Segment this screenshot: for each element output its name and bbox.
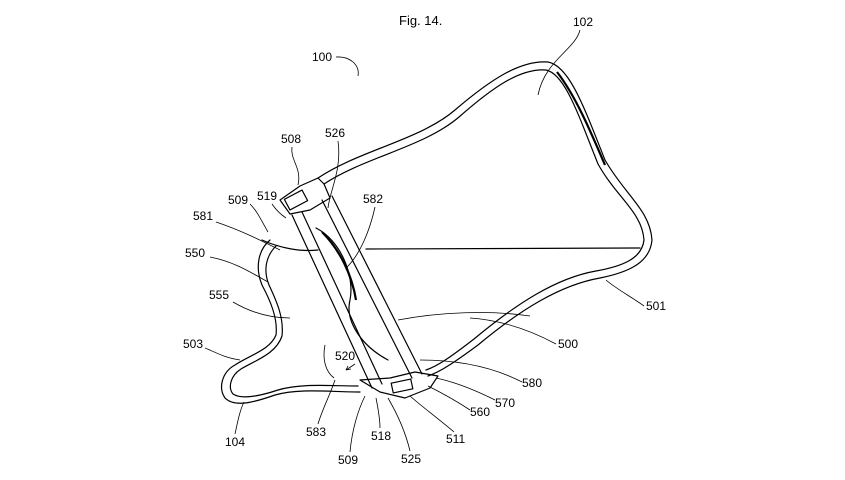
leader-100 — [336, 57, 358, 76]
leader-582 — [346, 207, 375, 268]
leader-511 — [410, 396, 454, 432]
label-100: 100 — [312, 50, 332, 64]
label-508: 508 — [281, 132, 301, 146]
leader-583 — [318, 380, 335, 424]
leader-560 — [428, 386, 470, 410]
container-body — [318, 62, 652, 376]
valve-assembly — [280, 178, 438, 398]
reference-labels: 100 102 508 526 509 519 581 582 550 555 … — [183, 15, 666, 467]
label-582: 582 — [363, 192, 383, 206]
label-525: 525 — [401, 452, 421, 466]
label-501: 501 — [646, 299, 666, 313]
label-104: 104 — [225, 435, 245, 449]
label-500: 500 — [558, 337, 578, 351]
leader-518 — [376, 398, 380, 428]
label-570: 570 — [495, 396, 515, 410]
label-503: 503 — [183, 337, 203, 351]
leader-509-top — [250, 204, 268, 232]
label-509-top: 509 — [228, 193, 248, 207]
leader-509-bottom — [350, 396, 365, 452]
leader-570 — [436, 378, 495, 400]
label-583: 583 — [306, 425, 326, 439]
label-518: 518 — [371, 429, 391, 443]
leader-104 — [235, 402, 244, 434]
label-519: 519 — [257, 189, 277, 203]
label-560: 560 — [470, 405, 490, 419]
leader-580 — [420, 360, 522, 382]
leader-555 — [233, 302, 290, 318]
leader-102 — [538, 30, 580, 95]
label-581: 581 — [193, 209, 213, 223]
leader-525 — [388, 398, 410, 451]
label-511: 511 — [446, 432, 465, 446]
leader-508 — [292, 147, 299, 185]
leader-501 — [606, 280, 644, 306]
label-580: 580 — [522, 376, 542, 390]
label-526: 526 — [325, 126, 345, 140]
leader-503 — [205, 348, 240, 360]
label-520: 520 — [335, 349, 355, 363]
label-550: 550 — [185, 246, 205, 260]
nipple — [222, 240, 360, 403]
label-509-bottom: 509 — [338, 453, 358, 467]
label-102: 102 — [573, 15, 593, 29]
figure-title: Fig. 14. — [399, 13, 442, 28]
label-555: 555 — [209, 288, 229, 302]
leader-581 — [216, 222, 280, 250]
